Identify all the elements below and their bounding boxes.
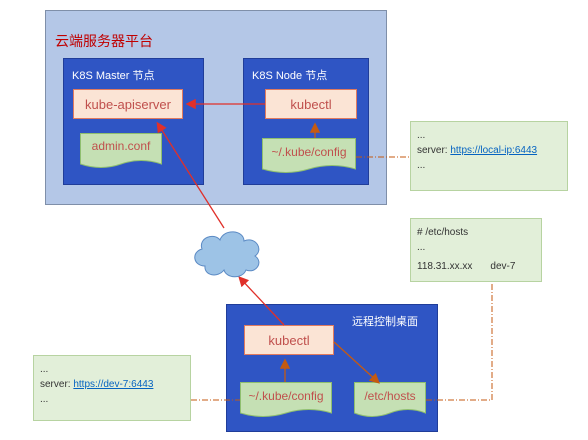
hosts-entry: 118.31.xx.xx dev-7 <box>417 259 535 274</box>
desktop-kube-config-file: ~/.kube/config <box>240 382 332 420</box>
kube-apiserver-component: kube-apiserver <box>73 89 183 119</box>
desktop-kubectl-component: kubectl <box>244 325 334 355</box>
desktop-title: 远程控制桌面 <box>352 316 418 328</box>
cloud-to-apiserver-arrow <box>156 121 225 229</box>
node-config-note: ... server: https://local-ip:6443 ... <box>410 121 568 191</box>
note-line: ... <box>417 130 426 141</box>
node-title: K8S Node 节点 <box>252 70 328 82</box>
note-line: # /etc/hosts <box>417 227 469 238</box>
platform-title: 云端服务器平台 <box>55 33 153 49</box>
node-kube-config-file: ~/.kube/config <box>262 138 356 176</box>
etc-hosts-file: /etc/hosts <box>354 382 426 420</box>
admin-conf-label: admin.conf <box>91 139 151 153</box>
etc-hosts-label: /etc/hosts <box>364 389 416 403</box>
hosts-note: # /etc/hosts ... 118.31.xx.xx dev-7 <box>410 218 542 282</box>
server-url-link[interactable]: https://local-ip:6443 <box>450 145 538 156</box>
hosts-hostname: dev-7 <box>490 261 516 272</box>
note-server-line: server: https://local-ip:6443 <box>417 143 561 158</box>
server-prefix: server: <box>417 145 451 156</box>
server-url-link[interactable]: https://dev-7:6443 <box>73 379 154 390</box>
internet-cloud-icon <box>194 231 260 278</box>
note-line: ... <box>40 394 49 405</box>
node-kubectl-component: kubectl <box>265 89 357 119</box>
admin-conf-file: admin.conf <box>80 133 162 171</box>
note-line: ... <box>40 364 49 375</box>
node-kube-config-label: ~/.kube/config <box>271 145 347 159</box>
master-title: K8S Master 节点 <box>72 70 155 82</box>
kubectl-to-hosts-arrow <box>333 341 380 384</box>
hosts-ip: 118.31.xx.xx <box>417 261 473 272</box>
desktop-config-note: ... server: https://dev-7:6443 ... <box>33 355 191 421</box>
hosts-callout <box>426 282 493 401</box>
desktop-kube-config-label: ~/.kube/config <box>248 389 324 403</box>
desktop-kubectl-to-cloud-arrow <box>238 276 285 326</box>
note-server-line: server: https://dev-7:6443 <box>40 377 184 392</box>
server-prefix: server: <box>40 379 74 390</box>
note-line: ... <box>417 242 426 253</box>
note-line: ... <box>417 160 426 171</box>
